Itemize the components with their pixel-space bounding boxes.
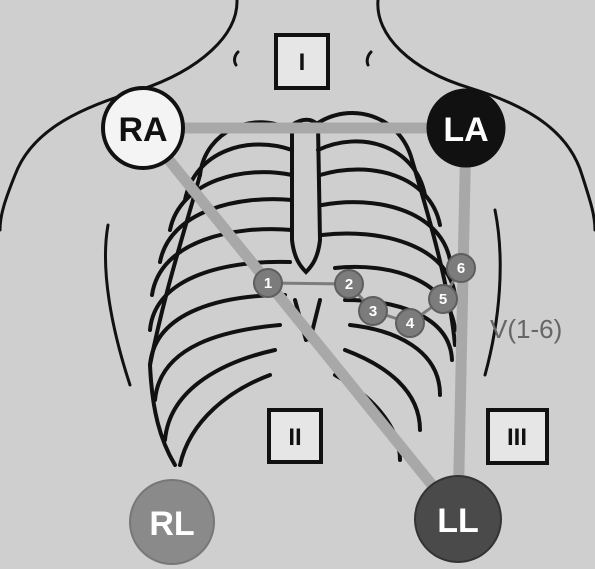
precordial-electrode-number: 4 <box>406 315 415 332</box>
lead-i-label: I <box>299 49 306 76</box>
precordial-electrode-v1: 1 <box>254 269 282 297</box>
lead-iii-line <box>458 128 466 517</box>
lead-iii-box: III <box>488 410 547 463</box>
electrode-la-label: LA <box>443 111 488 149</box>
precordial-electrode-v5: 5 <box>429 285 457 313</box>
electrode-ll-label: LL <box>437 502 479 540</box>
precordial-electrode-number: 5 <box>439 291 447 308</box>
precordial-electrode-number: 1 <box>264 275 272 292</box>
precordial-electrode-v6: 6 <box>447 254 475 282</box>
lead-i-box: I <box>276 35 328 88</box>
precordial-label: V(1-6) <box>490 314 562 344</box>
electrode-ra-label: RA <box>118 111 167 149</box>
precordial-electrode-v4: 4 <box>396 309 424 337</box>
precordial-electrode-number: 6 <box>457 260 465 277</box>
precordial-electrode-number: 2 <box>345 276 353 293</box>
electrode-ra: RA <box>103 88 183 168</box>
precordial-electrode-v2: 2 <box>335 270 363 298</box>
sternum <box>292 120 320 340</box>
precordial-electrode-number: 3 <box>369 303 377 320</box>
electrode-ll: LL <box>415 476 501 562</box>
electrode-rl: RL <box>130 480 214 564</box>
electrode-rl-label: RL <box>149 505 194 543</box>
electrode-la: LA <box>428 90 504 166</box>
precordial-electrode-v3: 3 <box>359 297 387 325</box>
lead-ii-box: II <box>269 410 321 462</box>
lead-ii-label: II <box>288 424 301 451</box>
lead-iii-label: III <box>507 424 527 451</box>
